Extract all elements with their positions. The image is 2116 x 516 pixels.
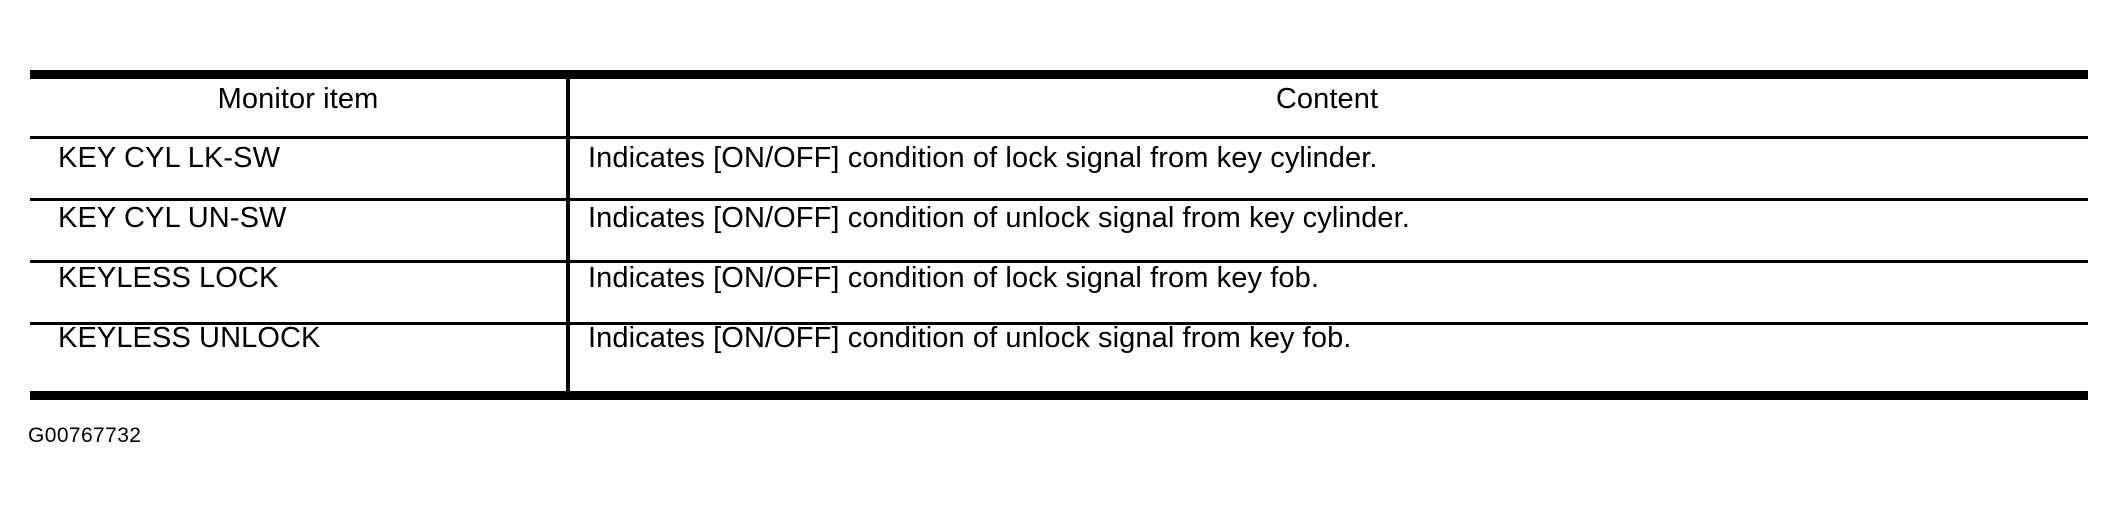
column-header-content: Content bbox=[1275, 83, 1379, 115]
table-row: KEY CYL UN-SW Indicates [ON/OFF] conditi… bbox=[30, 188, 2088, 248]
table-row: KEYLESS LOCK Indicates [ON/OFF] conditio… bbox=[30, 248, 2088, 308]
figure-caption: G00767732 bbox=[28, 424, 142, 447]
table-bottom-rule bbox=[30, 391, 2088, 400]
content-value: Indicates [ON/OFF] condition of lock sig… bbox=[588, 142, 1378, 174]
monitor-item-value: KEYLESS LOCK bbox=[58, 262, 279, 294]
table-header-row: Monitor item Content bbox=[30, 70, 2088, 128]
table-row-separator-2 bbox=[30, 198, 2088, 201]
column-header-monitor-item: Monitor item bbox=[217, 83, 379, 115]
monitor-item-table-wrapper: Monitor item Content KEY CYL LK-SW Indic… bbox=[30, 70, 2088, 368]
monitor-item-value: KEY CYL UN-SW bbox=[58, 202, 287, 234]
monitor-item-table: Monitor item Content KEY CYL LK-SW Indic… bbox=[30, 70, 2088, 368]
monitor-item-value: KEY CYL LK-SW bbox=[58, 142, 281, 174]
table-top-rule bbox=[30, 70, 2088, 79]
table-row-separator-3 bbox=[30, 260, 2088, 263]
monitor-item-value: KEYLESS UNLOCK bbox=[58, 322, 321, 354]
content-value: Indicates [ON/OFF] condition of unlock s… bbox=[588, 322, 1352, 354]
content-value: Indicates [ON/OFF] condition of lock sig… bbox=[588, 262, 1319, 294]
table-row-separator-1 bbox=[30, 136, 2088, 139]
table-row-separator-4 bbox=[30, 322, 2088, 325]
table-row: KEYLESS UNLOCK Indicates [ON/OFF] condit… bbox=[30, 308, 2088, 368]
content-value: Indicates [ON/OFF] condition of unlock s… bbox=[588, 202, 1410, 234]
table-row: KEY CYL LK-SW Indicates [ON/OFF] conditi… bbox=[30, 128, 2088, 188]
table-column-divider bbox=[566, 78, 570, 392]
